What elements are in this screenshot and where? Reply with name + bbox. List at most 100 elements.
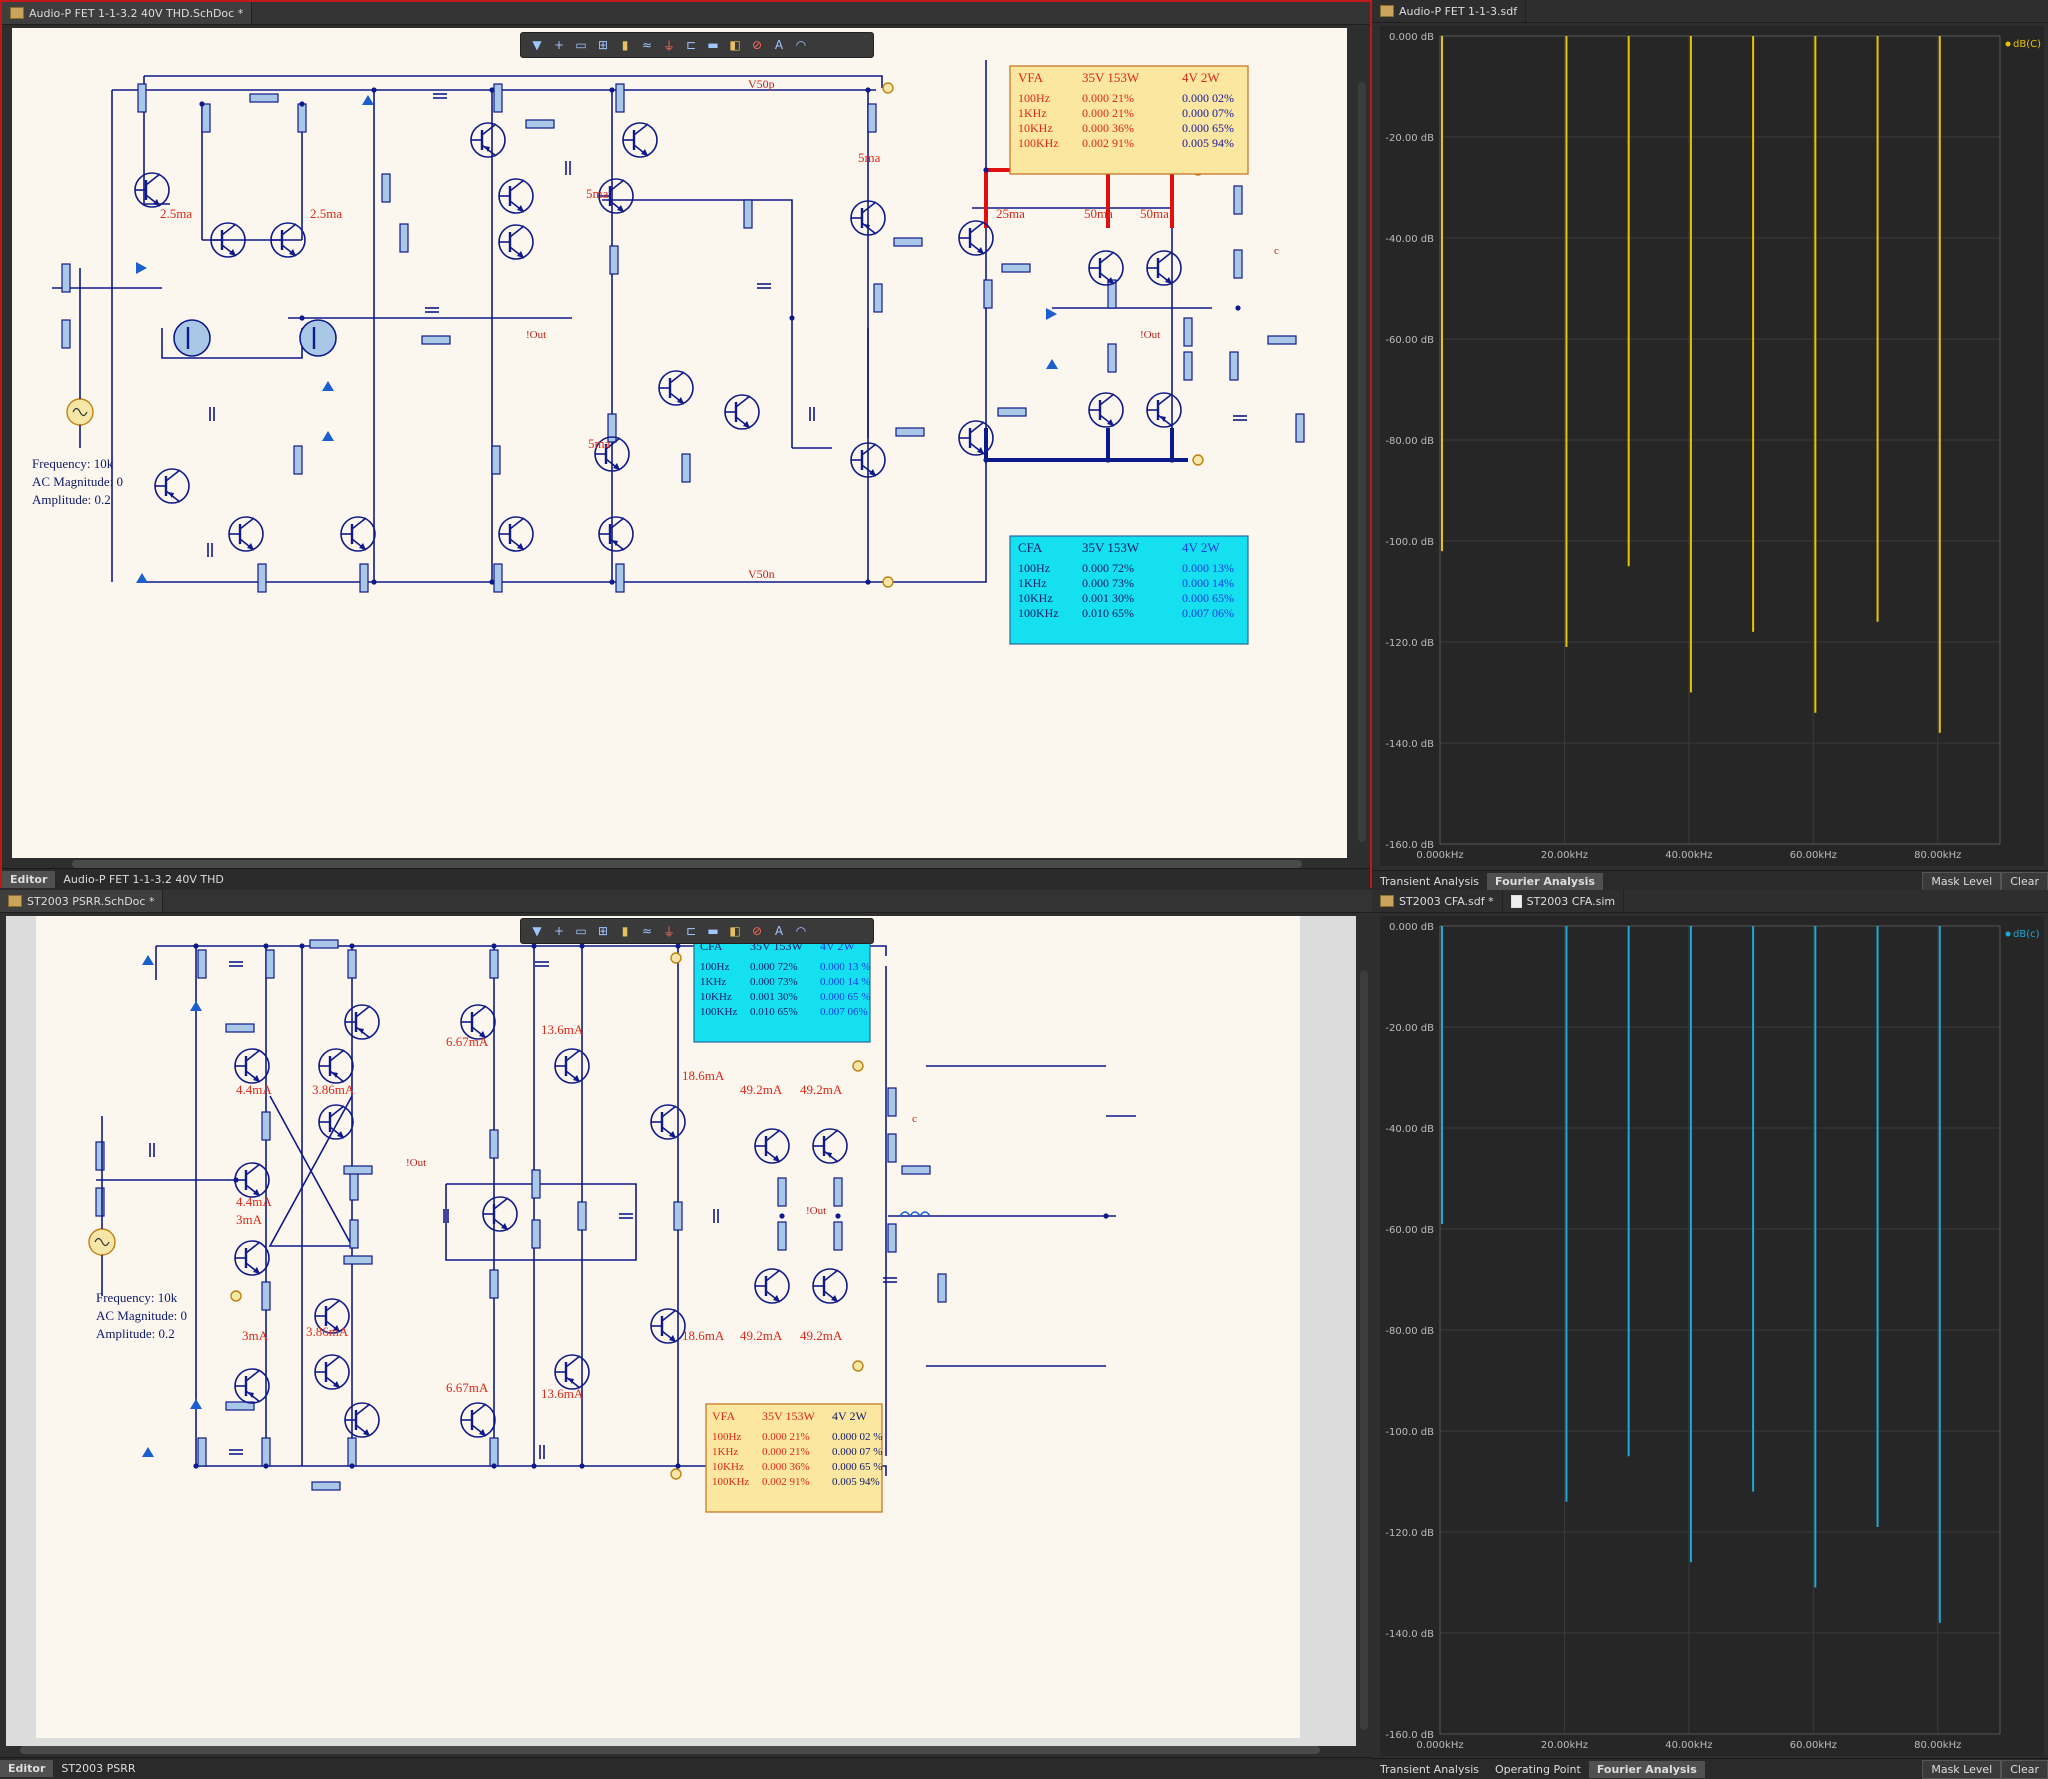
resistor [873,283,883,313]
top-schematic-hscroll[interactable] [72,860,1302,868]
resistor [577,1201,587,1231]
transistor-collector [281,223,297,236]
resistor [983,279,993,309]
wire-icon[interactable]: ≈ [641,924,653,938]
cfa-header: CFA [1018,540,1043,555]
filter-icon[interactable]: ▼ [532,38,542,52]
power-port [852,1360,864,1372]
junction [983,167,989,173]
current-label: 3mA [236,1212,263,1227]
transistor-emitter [245,1390,261,1403]
junction [491,1463,497,1469]
ground-icon[interactable]: ⏚ [662,924,675,939]
diode [322,431,334,441]
clear-button[interactable]: Clear [2001,871,2048,891]
transistor-collector [969,421,985,434]
editor-tab[interactable]: Editor [2,870,56,888]
resistor [1233,185,1243,215]
cfa-cell: 0.010 65% [1082,606,1134,620]
bottom-waveform-doc-tab[interactable]: ST2003 CFA.sdf * [1372,890,1503,912]
port-icon[interactable]: ▬ [707,924,719,938]
select-rect-icon[interactable]: ▭ [575,924,587,938]
bottom-sim-doc-tab[interactable]: ST2003 CFA.sim [1502,890,1625,912]
document-tab[interactable]: Audio-P FET 1-1-3.2 40V THD [63,872,224,886]
cfa-cell: 100KHz [1018,606,1059,620]
arc-icon[interactable]: ◠ [795,924,807,938]
transient-analysis-tab[interactable]: Transient Analysis [1380,1762,1479,1776]
document-icon [1510,894,1522,908]
net-label-out: !Out [406,1157,426,1169]
operating-point-tab[interactable]: Operating Point [1495,1762,1581,1776]
cfa-cell: 1KHz [700,976,726,988]
add-icon[interactable]: + [553,924,565,938]
vfa-cell: 0.002 91% [762,1476,810,1488]
filter-icon[interactable]: ▼ [532,924,542,938]
resistor [1229,351,1239,381]
plot-frame [1439,35,2001,845]
sheet-icon[interactable]: ◧ [729,38,741,52]
x-tick-label: 40.00kHz [1665,850,1712,861]
transistor-collector [565,1355,581,1368]
component-icon[interactable]: ▮ [621,38,629,52]
top-waveform-window: Audio-P FET 1-1-3.sdf 0.000 dB-20.00 dB-… [1372,0,2048,891]
power-port [230,1290,242,1302]
top-schematic-vscroll[interactable] [1358,82,1366,842]
top-waveform-plot[interactable]: 0.000 dB-20.00 dB-40.00 dB-60.00 dB-80.0… [1380,26,2044,866]
transistor-collector [661,1309,677,1322]
component-icon[interactable]: ▮ [621,924,629,938]
bottom-schematic-hscroll[interactable] [20,1746,1320,1754]
top-waveform-doc-tab[interactable]: Audio-P FET 1-1-3.sdf [1372,0,1527,22]
sheet-icon[interactable]: ◧ [729,924,741,938]
transistor-emitter [609,538,625,551]
select-rect-icon[interactable]: ▭ [575,38,587,52]
junction [865,87,871,93]
arc-icon[interactable]: ◠ [795,38,807,52]
clear-button[interactable]: Clear [2001,1759,2048,1779]
vfa-results-box [705,1403,883,1513]
cfa-cell: 0.000 13% [1182,561,1234,575]
bottom-waveform-plot[interactable]: 0.000 dB-20.00 dB-40.00 dB-60.00 dB-80.0… [1380,916,2044,1756]
current-label: 50ma [1140,206,1169,221]
document-tab[interactable]: ST2003 PSRR [61,1761,136,1775]
editor-tab[interactable]: Editor [0,1759,54,1777]
port-icon[interactable]: ▬ [707,38,719,52]
add-icon[interactable]: + [553,38,565,52]
fourier-analysis-tab[interactable]: Fourier Analysis [1487,872,1603,890]
bus-icon[interactable]: ⊏ [685,38,697,52]
no-erc-icon[interactable]: ⊘ [751,924,763,938]
resistor [901,1165,931,1175]
wire-icon[interactable]: ≈ [641,38,653,52]
no-erc-icon[interactable]: ⊘ [751,38,763,52]
x-tick-label: 0.000kHz [1416,1740,1463,1751]
transistor-emitter [481,144,497,157]
transistor-arrow [617,205,624,212]
mask-level-button[interactable]: Mask Level [1922,871,2002,891]
top-schematic-doc-tab[interactable]: Audio-P FET 1-1-3.2 40V THD.SchDoc * [2,2,253,24]
align-icon[interactable]: ⊞ [597,38,609,52]
transistor-arrow [479,1031,486,1038]
bottom-schematic-vscroll[interactable] [1360,970,1368,1730]
junction [199,101,205,107]
resistor [489,1437,499,1467]
x-tick-label: 40.00kHz [1665,1740,1712,1751]
cfa-cell: 0.007 06% [1182,606,1234,620]
text-icon[interactable]: A [774,924,784,938]
diode [362,95,374,105]
resistor [343,1255,373,1265]
junction [1169,457,1175,463]
bottom-schematic-doc-tab[interactable]: ST2003 PSRR.SchDoc * [0,890,164,912]
fourier-analysis-tab[interactable]: Fourier Analysis [1588,1760,1705,1778]
mask-level-button[interactable]: Mask Level [1922,1759,2002,1779]
vfa-cell: 0.000 65 % [832,1461,882,1473]
transistor-arrow [253,1075,260,1082]
transient-analysis-tab[interactable]: Transient Analysis [1380,874,1479,888]
align-icon[interactable]: ⊞ [597,924,609,938]
bus-icon[interactable]: ⊏ [685,924,697,938]
resistor [311,1481,341,1491]
ground-icon[interactable]: ⏚ [662,38,675,53]
junction [983,457,989,463]
transistor-arrow [363,1429,370,1436]
text-icon[interactable]: A [774,38,784,52]
